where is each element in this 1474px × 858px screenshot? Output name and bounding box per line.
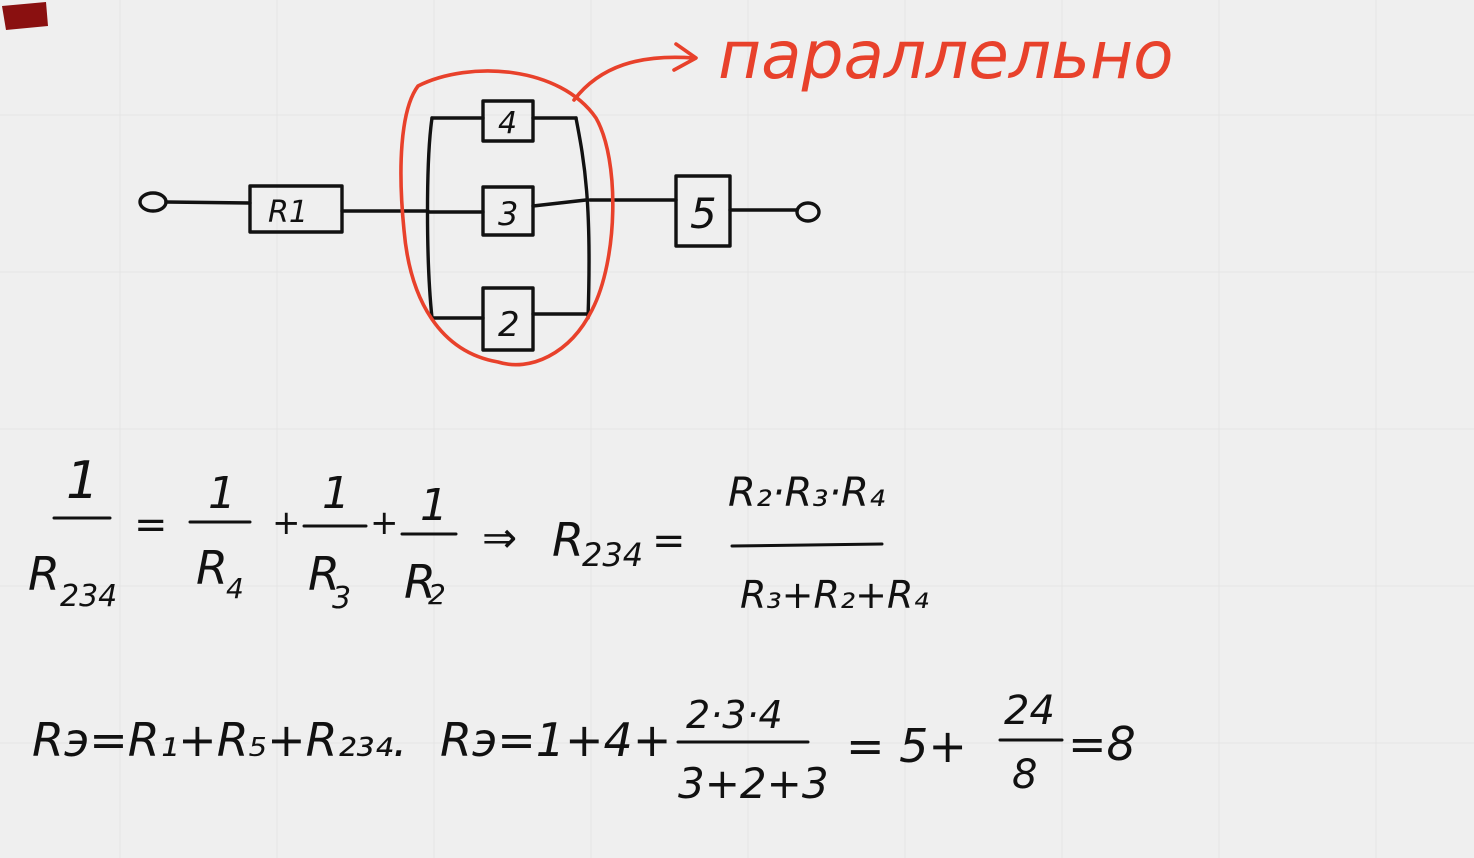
parallel-highlight-loop [399, 69, 615, 367]
resistor-r1 [248, 184, 344, 234]
eq1-equals: = [134, 502, 168, 548]
annotation-arrowhead [672, 42, 698, 72]
eq1-term2-denominator: R [308, 547, 340, 601]
equation-parallel: 1 R 234 = 1 R 4 + 1 R 3 + 1 R 2 ⇒ R 234 … [28, 451, 929, 617]
resistor-r3-label: 3 [498, 195, 518, 233]
eq2-definition: Rэ=R₁+R₅+R₂₃₄. [32, 713, 408, 767]
eq1-plus1: + [272, 503, 301, 543]
resistor-r4 [481, 99, 535, 143]
eq1-term3-denominator: R [404, 555, 436, 609]
eq2-frac1-denominator: 3+2+3 [678, 759, 829, 808]
eq1-rhs-equals: = [652, 518, 686, 564]
equation-equivalent: Rэ=R₁+R₅+R₂₃₄. Rэ=1+4+ 2·3·4 3+2+3 = 5+ … [32, 688, 1136, 808]
eq1-term1-denominator: R [196, 541, 228, 595]
eq1-lhs-denominator-sub: 234 [60, 579, 117, 614]
red-corner-mark [2, 2, 48, 30]
eq1-term2-sub: 3 [332, 581, 351, 616]
resistor-r1-label: R1 [268, 195, 308, 230]
eq2-frac2-numerator: 24 [1004, 688, 1055, 734]
right-bus [574, 116, 591, 320]
wire-left [164, 200, 252, 205]
left-bus [425, 116, 434, 320]
resistor-r2 [481, 286, 535, 352]
circuit-diagram: R1 4 3 2 5 параллельно [138, 17, 1174, 367]
eq2-substitution: Rэ=1+4+ [440, 713, 671, 767]
annotation-label: параллельно [718, 17, 1174, 94]
eq1-term1-sub: 4 [226, 572, 244, 605]
wire-branch3-right [531, 198, 588, 208]
eq1-term2-numerator: 1 [322, 468, 350, 519]
resistor-r2-label: 2 [498, 305, 520, 345]
eq1-plus2: + [370, 503, 399, 543]
resistor-r3 [481, 185, 535, 237]
eq1-lhs-denominator: R [28, 547, 60, 601]
eq1-rhs-denominator: R₃+R₂+R₄ [740, 573, 929, 617]
eq1-term3-sub: 2 [428, 578, 446, 611]
eq1-rhs-numerator: R₂·R₃·R₄ [728, 470, 885, 516]
resistor-r4-label: 4 [498, 106, 517, 141]
eq2-frac1-numerator: 2·3·4 [686, 693, 783, 737]
eq2-final: =8 [1068, 717, 1136, 771]
eq1-term1-numerator: 1 [208, 468, 236, 519]
eq2-frac2-denominator: 8 [1012, 752, 1037, 798]
eq1-rhs-lhs: R [552, 513, 584, 567]
eq1-implies: ⇒ [482, 513, 517, 562]
resistor-r5-label: 5 [690, 189, 717, 238]
eq1-term3-numerator: 1 [420, 480, 448, 531]
eq1-lhs-numerator: 1 [66, 451, 99, 511]
right-terminal [795, 201, 821, 223]
eq1-rhs-fraction-bar [730, 542, 884, 548]
eq1-rhs-lhs-sub: 234 [582, 536, 643, 574]
eq2-result-step: = 5+ [846, 719, 967, 773]
left-terminal [138, 191, 168, 213]
annotation-arrow [572, 55, 696, 102]
